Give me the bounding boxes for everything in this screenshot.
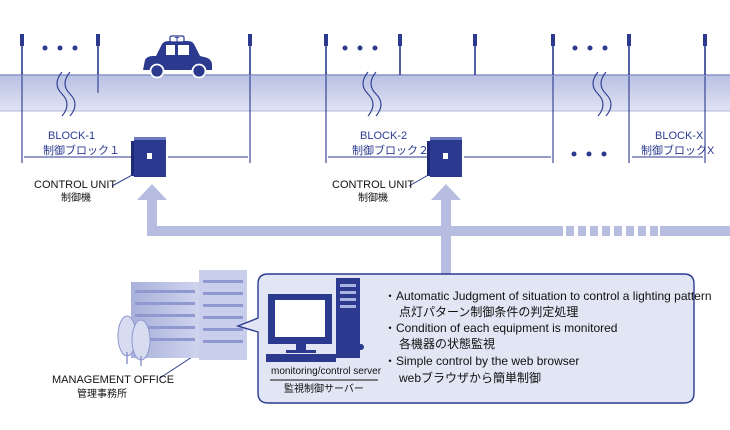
- control-cabinet-icon: [131, 137, 166, 177]
- feature-3-jp: webブラウザから簡単制御: [399, 371, 542, 385]
- feature-3-text: ・Simple control by the web browser: [384, 354, 580, 368]
- office-building-icon: [117, 270, 247, 366]
- block-x-jp: 制御ブロックX: [641, 145, 715, 157]
- lamp-post-icon: [96, 34, 100, 75]
- control-unit-2-jp: 制御機: [358, 193, 388, 204]
- server-computer-icon: [266, 278, 364, 362]
- network-arrows: [137, 184, 730, 274]
- lamp-posts: [20, 34, 707, 75]
- lamp-post-icon: [398, 34, 402, 75]
- block-2-jp: 制御ブロック２: [352, 145, 429, 157]
- block-x-name: BLOCK-X: [655, 130, 704, 142]
- server-jp: 監視制御サーバー: [284, 384, 364, 395]
- taxi-icon: [143, 35, 212, 79]
- control-cabinet-icon: [427, 137, 462, 177]
- management-office-jp: 管理事務所: [77, 389, 127, 400]
- cables: [21, 71, 706, 163]
- server-label: monitoring/control server: [271, 366, 382, 377]
- management-office-label: MANAGEMENT OFFICE: [52, 374, 175, 386]
- control-unit-1-label: CONTROL UNIT: [34, 179, 117, 191]
- leader-lines: [111, 173, 431, 379]
- feature-1-text: ・Automatic Judgment of situation to cont…: [384, 289, 712, 303]
- lamp-post-icon: [324, 34, 328, 75]
- control-unit-2-label: CONTROL UNIT: [332, 179, 415, 191]
- lamp-post-icon: [248, 34, 252, 75]
- lamp-post-icon: [551, 34, 555, 75]
- road: [0, 74, 730, 112]
- lamp-post-icon: [703, 34, 707, 75]
- lamp-post-icon: [20, 34, 24, 75]
- lamp-post-icon: [627, 34, 631, 75]
- feature-2-jp: 各機器の状態監視: [399, 337, 496, 351]
- feature-1-jp: 点灯パターン制御条件の判定処理: [399, 305, 579, 319]
- lamp-post-icon: [473, 34, 477, 75]
- taxi-sign-letter: T: [174, 37, 180, 44]
- ellipsis-dots: [42, 45, 608, 157]
- block-1-name: BLOCK-1: [48, 130, 96, 142]
- feature-2-text: ・Condition of each equipment is monitore…: [384, 321, 618, 335]
- control-unit-1-jp: 制御機: [61, 193, 91, 204]
- block-1-jp: 制御ブロック１: [43, 145, 120, 157]
- block-2-name: BLOCK-2: [360, 130, 408, 142]
